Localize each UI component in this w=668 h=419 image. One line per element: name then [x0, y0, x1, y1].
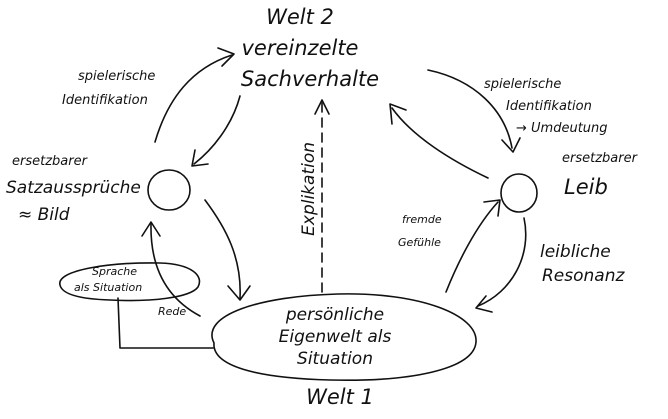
edge-top-right-line1: spielerische — [484, 77, 562, 92]
edge-top-right-line2: Identifikation — [506, 99, 592, 114]
edge-resonance-line1: leibliche — [540, 242, 611, 262]
explication-arrow-head — [314, 99, 330, 115]
arrow-resonance-down-head — [475, 295, 493, 313]
arrow-feelings-up — [445, 201, 499, 293]
arrow-speech-up — [150, 223, 201, 317]
edge-top-left-line1: spielerische — [78, 69, 156, 84]
world1-title: Welt 1 — [306, 385, 374, 409]
right-circle — [500, 173, 538, 213]
edge-foreign-line2: Gefühle — [398, 236, 441, 249]
arrow-down-left — [193, 95, 241, 165]
edge-top-left-line2: Identifikation — [62, 93, 148, 108]
world2-title: Welt 2 — [266, 5, 334, 29]
arrow-left-up — [154, 54, 233, 143]
left-node-line1: ersetzbarer — [12, 154, 87, 169]
arrow-left-up-head — [217, 47, 235, 67]
edge-foreign-line1: fremde — [402, 213, 442, 226]
edge-explication: Explikation — [299, 141, 320, 236]
arrow-left-down-head — [227, 285, 251, 301]
speech-situation-line1: Sprache — [92, 265, 138, 278]
world2-line1: vereinzelte — [241, 36, 359, 60]
world1-line2: Eigenwelt als — [278, 327, 392, 347]
arrow-left-down — [204, 199, 241, 299]
left-node-line2: Satzaussprüche — [6, 178, 141, 198]
speech-situation-ellipse — [59, 262, 201, 302]
arrow-right-down — [427, 69, 513, 149]
left-node-line3: ≈ Bild — [18, 205, 70, 225]
arrow-right-up-head — [389, 103, 407, 125]
edge-speech: Rede — [158, 305, 187, 318]
world1-line3: Situation — [297, 349, 373, 369]
speech-connector — [117, 297, 214, 349]
arrow-right-down-head — [501, 137, 521, 153]
edge-top-right-line3: → Umdeutung — [516, 121, 608, 136]
arrow-feelings-up-head — [483, 199, 501, 217]
arrow-right-up — [391, 107, 489, 179]
arrow-resonance-down — [477, 217, 527, 307]
left-circle — [147, 169, 191, 211]
edge-resonance-line2: Resonanz — [542, 266, 625, 286]
arrow-speech-up-head — [141, 221, 161, 237]
arrow-down-left-head — [191, 149, 209, 167]
world1-ellipse — [211, 293, 477, 382]
speech-situation-line2: als Situation — [74, 281, 143, 294]
world2-line2: Sachverhalte — [240, 67, 380, 91]
right-node-line1: ersetzbarer — [562, 151, 637, 166]
right-node-line2: Leib — [564, 175, 608, 199]
world1-line1: persönliche — [285, 305, 385, 325]
